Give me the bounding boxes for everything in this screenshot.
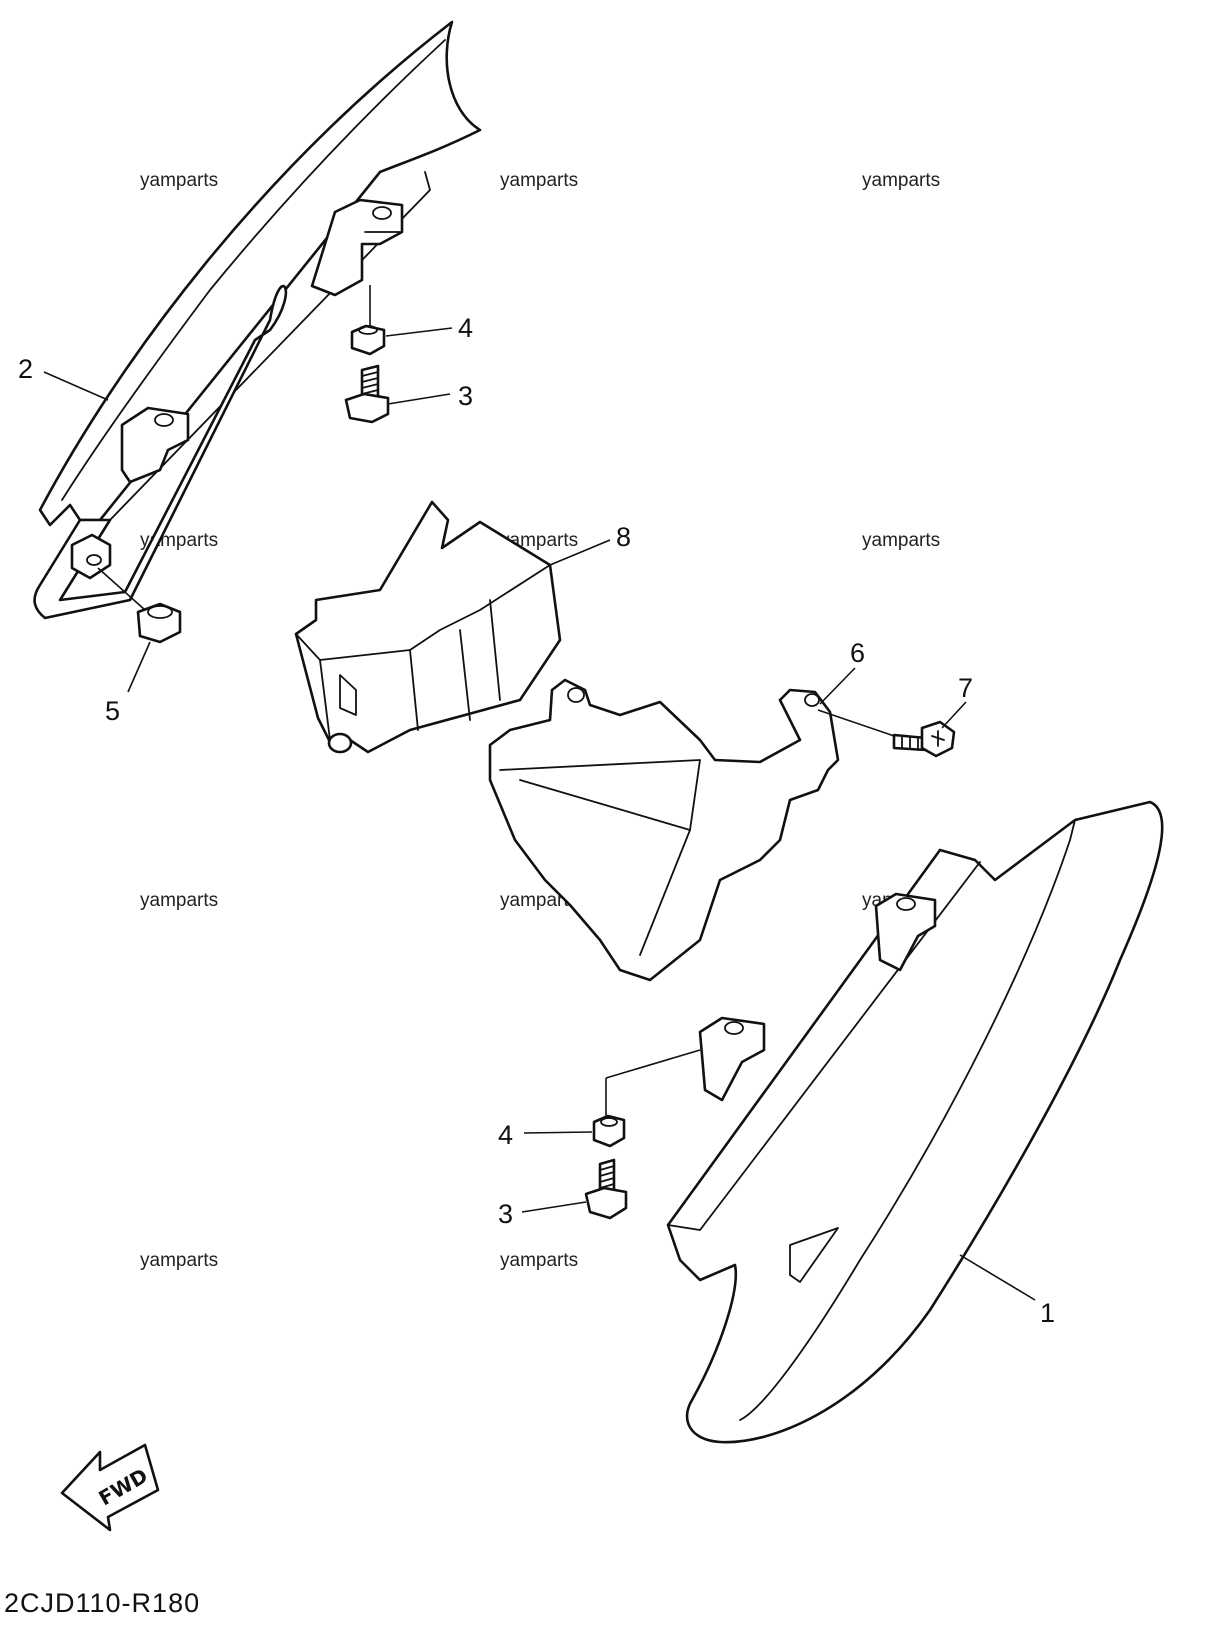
callout-2: 2 — [18, 354, 33, 384]
callout-5: 5 — [105, 696, 120, 726]
grommet — [97, 567, 182, 693]
side-cover-1 — [666, 800, 1164, 1444]
screw — [817, 701, 967, 758]
collar-lower — [523, 1049, 701, 1148]
collar-upper — [350, 285, 453, 356]
side-cover-2 — [33, 20, 482, 620]
diagram-code: 2CJD110-R180 — [4, 1588, 200, 1618]
callout-numbers: 1 2 3 3 4 4 5 6 7 8 — [18, 313, 1055, 1328]
bolt-upper — [344, 364, 451, 424]
leader-2 — [43, 371, 109, 401]
watermark: yamparts — [140, 890, 218, 911]
callout-3-upper: 3 — [458, 381, 473, 411]
callout-4-lower: 4 — [498, 1120, 513, 1150]
callout-6: 6 — [850, 638, 865, 668]
callout-4-upper: 4 — [458, 313, 473, 343]
watermark: yamparts — [500, 1250, 578, 1271]
callout-7: 7 — [958, 673, 973, 703]
cover — [488, 667, 856, 982]
bolt-lower — [521, 1158, 628, 1220]
callout-8: 8 — [616, 522, 631, 552]
callout-3-lower: 3 — [498, 1199, 513, 1229]
watermark: yamparts — [500, 170, 578, 191]
watermark: yamparts — [862, 170, 940, 191]
fwd-arrow: FWD — [60, 1443, 160, 1532]
battery-box — [294, 500, 611, 754]
callout-1: 1 — [1040, 1298, 1055, 1328]
watermark: yamparts — [140, 170, 218, 191]
watermark: yamparts — [862, 530, 940, 551]
watermark: yamparts — [140, 1250, 218, 1271]
